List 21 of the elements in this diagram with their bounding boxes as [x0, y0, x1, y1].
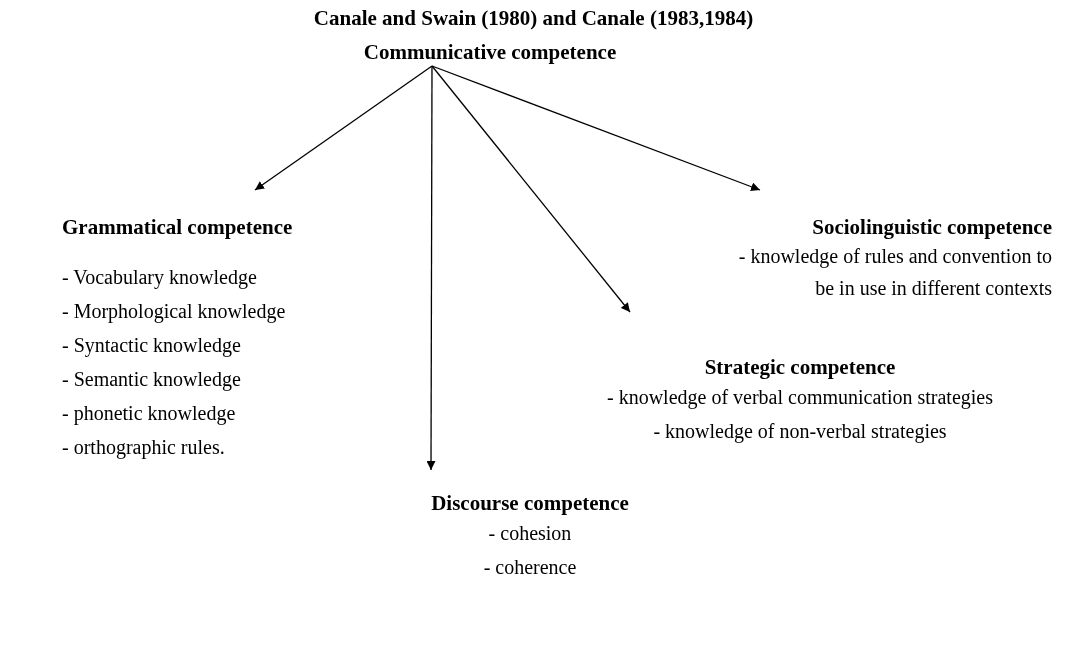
arrow [431, 65, 761, 192]
list-item: - coherence [482, 555, 578, 580]
heading: Communicative competence [362, 39, 618, 65]
list-item: - phonetic knowledge [62, 401, 237, 427]
arrow [254, 65, 433, 191]
arrow [426, 65, 436, 471]
list-item: - orthographic rules. [62, 435, 226, 461]
list-item: - Morphological knowledge [62, 299, 287, 325]
list-item: - cohesion [487, 521, 573, 546]
list-item: - knowledge of non-verbal strategies [652, 419, 948, 445]
diagram-title: Canale and Swain (1980) and Canale (1983,1984) [312, 6, 755, 31]
heading: Sociolinguistic competence [811, 214, 1052, 240]
list-item: - knowledge of rules and convention to be in use in different contexts [737, 244, 1052, 301]
list-item: - Syntactic knowledge [62, 333, 242, 359]
list-item: - Vocabulary knowledge [62, 265, 258, 291]
heading: Discourse competence [430, 490, 630, 516]
heading: Grammatical competence [62, 214, 294, 240]
heading: Strategic competence [703, 354, 897, 380]
list-item: - knowledge of verbal communication strategies [606, 385, 994, 411]
list-item: - Semantic knowledge [62, 367, 242, 393]
arrow [431, 65, 631, 313]
